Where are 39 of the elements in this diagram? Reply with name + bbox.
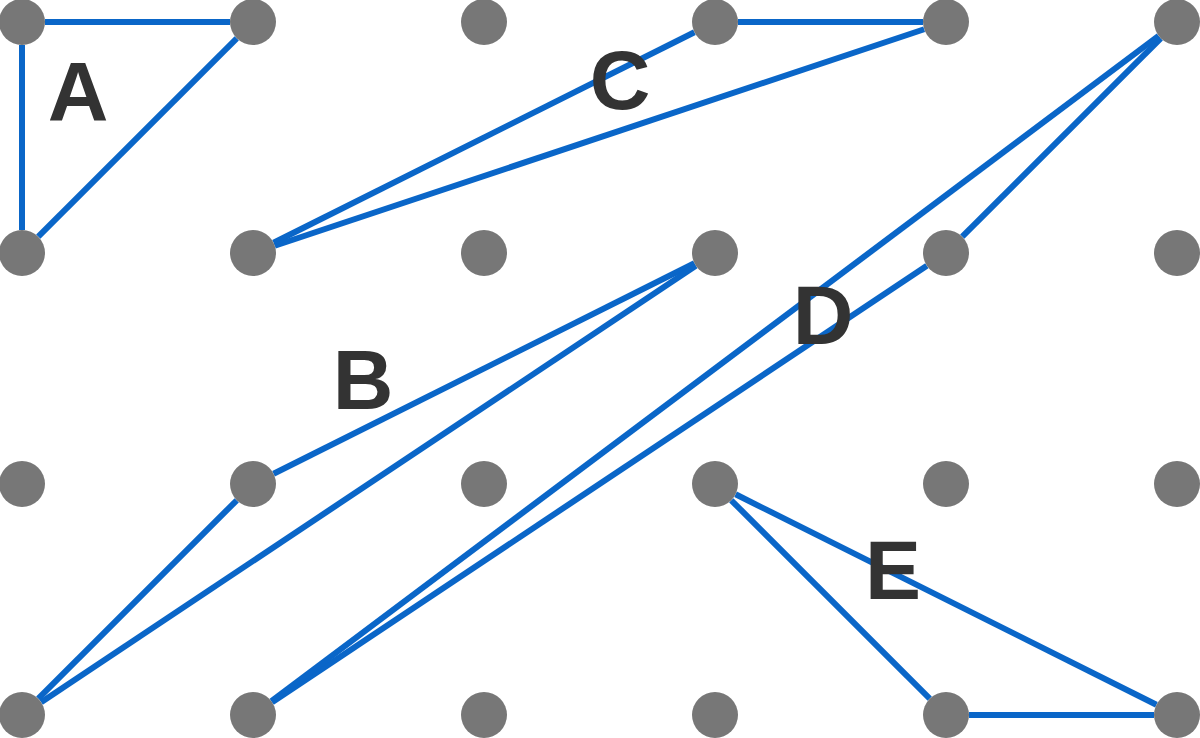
grid-dot — [1154, 461, 1200, 507]
grid-dot — [692, 692, 738, 738]
grid-dot — [1154, 692, 1200, 738]
grid-dot — [461, 461, 507, 507]
grid-dot — [692, 230, 738, 276]
shape-letter: B — [332, 338, 394, 422]
grid-dot — [461, 0, 507, 45]
grid-dot — [461, 230, 507, 276]
grid-dot — [923, 230, 969, 276]
grid-dot — [1154, 230, 1200, 276]
connector-line — [19, 45, 25, 230]
connector-line — [969, 712, 1154, 718]
grid-dot — [692, 0, 738, 45]
grid-dot — [0, 230, 45, 276]
grid-dot — [1154, 0, 1200, 45]
connector-line — [738, 19, 923, 25]
grid-dot — [230, 692, 276, 738]
grid-dot — [923, 0, 969, 45]
shape-letter: A — [47, 50, 109, 134]
grid-dot — [0, 692, 45, 738]
grid-dot — [0, 0, 45, 45]
grid-dot — [923, 461, 969, 507]
connector-line — [45, 19, 230, 25]
connector-line — [272, 260, 696, 477]
connector-line — [39, 263, 698, 705]
grid-dot — [461, 692, 507, 738]
grid-dot — [230, 0, 276, 45]
grid-dot — [923, 692, 969, 738]
grid-dot — [692, 461, 738, 507]
connector-line — [273, 26, 926, 249]
grid-dot — [0, 461, 45, 507]
connector-line — [960, 36, 1163, 239]
connector-line — [272, 29, 696, 246]
connector-line — [734, 491, 1158, 708]
connector-line — [36, 498, 239, 701]
connector-line — [729, 498, 932, 701]
grid-dot — [230, 461, 276, 507]
grid-dot — [230, 230, 276, 276]
connector-line — [36, 36, 239, 239]
